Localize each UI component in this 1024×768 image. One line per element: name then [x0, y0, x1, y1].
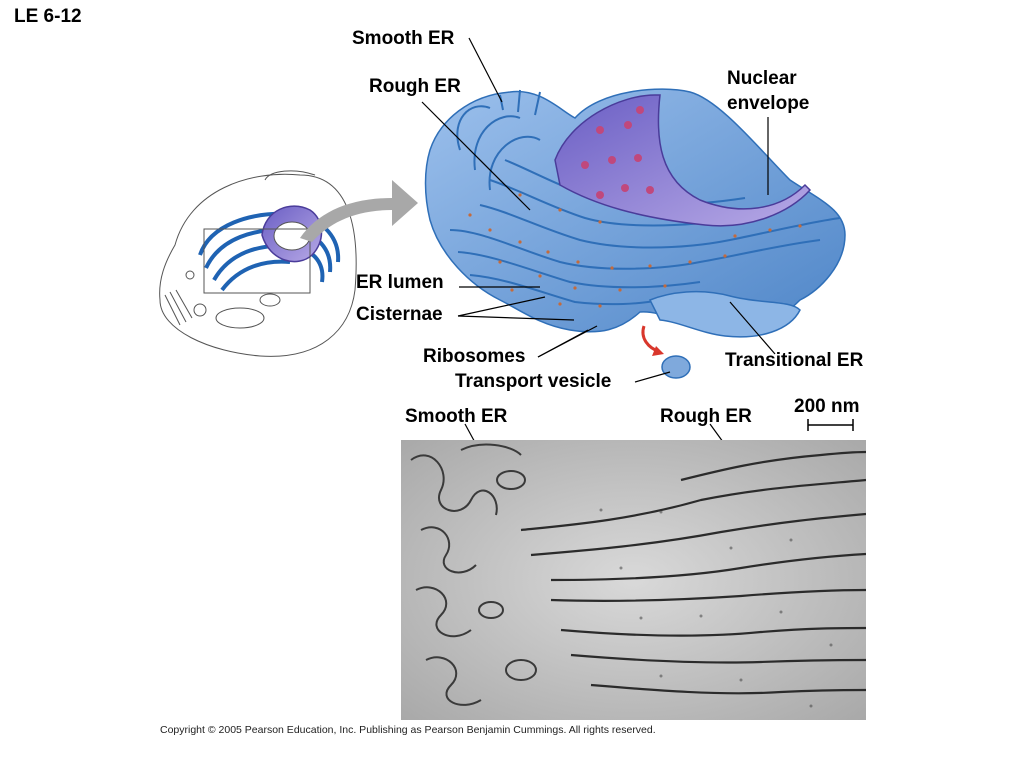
label-transitional-er: Transitional ER [725, 350, 864, 371]
label-scale-bar: 200 nm [794, 396, 860, 417]
figure-id: LE 6-12 [14, 6, 82, 27]
label-er-lumen: ER lumen [356, 272, 444, 293]
transitional-er-shape [648, 290, 801, 338]
label-smooth-er-micrograph: Smooth ER [405, 406, 508, 427]
zoom-box [203, 228, 311, 294]
label-smooth-er: Smooth ER [352, 28, 455, 49]
label-nuclear-envelope-line2: envelope [727, 93, 810, 114]
transport-vesicle-shape [661, 355, 691, 379]
electron-micrograph [401, 440, 866, 720]
label-transport-vesicle: Transport vesicle [455, 371, 612, 392]
nuclear-envelope-shape [554, 94, 812, 227]
label-cisternae: Cisternae [356, 304, 443, 325]
er-illustration [424, 88, 846, 379]
label-rough-er: Rough ER [369, 76, 461, 97]
cell-thumbnail [159, 170, 357, 357]
label-rough-er-micrograph: Rough ER [660, 406, 752, 427]
zoom-arrow-icon [300, 180, 418, 242]
label-ribosomes: Ribosomes [423, 346, 526, 367]
label-nuclear-envelope-line1: Nuclear [727, 68, 797, 89]
nuclear-pores [581, 106, 654, 199]
copyright-notice: Copyright © 2005 Pearson Education, Inc.… [160, 724, 656, 736]
scale-bar [807, 419, 854, 431]
ribosome-dots [468, 193, 802, 308]
